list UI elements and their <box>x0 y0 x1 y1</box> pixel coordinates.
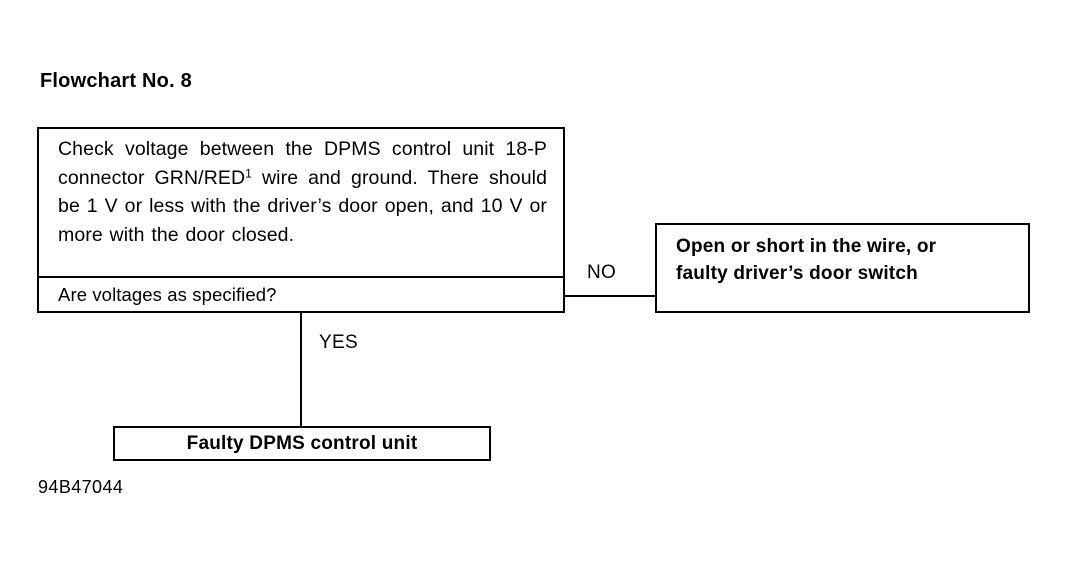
statement-line-4: the driver’s door open, and 10 V or more <box>58 195 547 246</box>
statement-line-2-pre: unit 18-P connector GRN/RED <box>58 138 547 189</box>
branch-label-yes: YES <box>319 332 358 353</box>
footer-reference-code: 94B47044 <box>38 477 124 497</box>
statement-line-2-post: wire and <box>252 166 341 189</box>
statement-line-1: Check voltage between the DPMS control <box>58 138 452 160</box>
outcome-no-text: Open or short in the wire, or faulty driv… <box>657 233 1028 287</box>
decision-question-text: Are voltages as specified? <box>58 283 277 305</box>
decision-statement-text: Check voltage between the DPMS control u… <box>58 135 547 249</box>
branch-label-no: NO <box>587 262 617 283</box>
outcome-yes-text: Faulty DPMS control unit <box>186 432 418 454</box>
outcome-no-line-2: faulty driver’s door switch <box>676 263 918 284</box>
outcome-no-line-1: Open or short in the wire, or <box>676 236 937 257</box>
statement-line-5: with the door closed. <box>109 223 295 246</box>
outcome-box-no: Open or short in the wire, or faulty driv… <box>655 223 1030 313</box>
connector-yes-branch <box>300 311 302 428</box>
decision-question: Are voltages as specified? <box>39 278 563 311</box>
decision-statement: Check voltage between the DPMS control u… <box>39 129 563 278</box>
footnote-marker: 1 <box>245 166 252 181</box>
outcome-box-yes: Faulty DPMS control unit <box>113 426 491 461</box>
statement-line-3: ground. There should be 1 V or less with <box>58 166 548 218</box>
page-title: Flowchart No. 8 <box>40 70 192 92</box>
decision-block: Check voltage between the DPMS control u… <box>37 127 565 313</box>
connector-no-branch <box>563 295 657 297</box>
